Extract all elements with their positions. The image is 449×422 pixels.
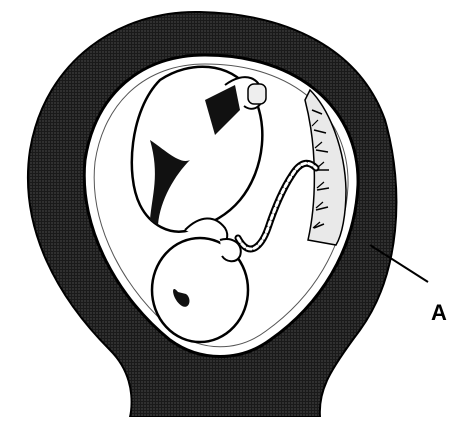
label-a: A bbox=[431, 300, 447, 326]
